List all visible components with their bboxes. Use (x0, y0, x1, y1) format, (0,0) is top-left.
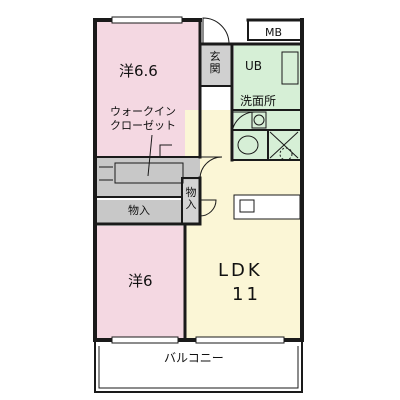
storage-horizontal-fill (97, 200, 182, 224)
storage-horizontal-label: 物入 (128, 204, 150, 217)
windows (111, 16, 285, 344)
wash-fixtures (237, 51, 299, 159)
washroom-label: 洗面所 (240, 94, 277, 108)
ldk-label-line2: 11 (232, 284, 261, 305)
walk-in-closet-label-line2: クローゼット (110, 119, 176, 132)
western-room-2-label: 洋6 (128, 272, 153, 290)
kitchen-counter (233, 147, 301, 220)
ldk-label-line1: LDK (218, 260, 263, 281)
entrance-fill (200, 44, 231, 86)
western-room-1-label: 洋6.6 (119, 62, 158, 80)
unit-bath-label: UB (245, 59, 263, 73)
meter-box-fill (248, 24, 300, 40)
walk-in-closet-label-line1: ウォークイン (110, 105, 176, 118)
western-room-2-fill (97, 226, 185, 338)
ldk-fill (185, 110, 300, 338)
walk-in-closet-fixtures (99, 134, 184, 184)
unit-bath-fill (234, 44, 300, 88)
storage-vertical-label: 物入 (185, 186, 197, 211)
balcony-label: バルコニー (164, 351, 224, 365)
western-room-1-fill (97, 22, 200, 157)
meter-box-label: MB (265, 26, 283, 39)
storage-vertical-fill (182, 180, 200, 224)
entrance-label: 玄関 (209, 50, 221, 75)
balcony (94, 342, 303, 393)
